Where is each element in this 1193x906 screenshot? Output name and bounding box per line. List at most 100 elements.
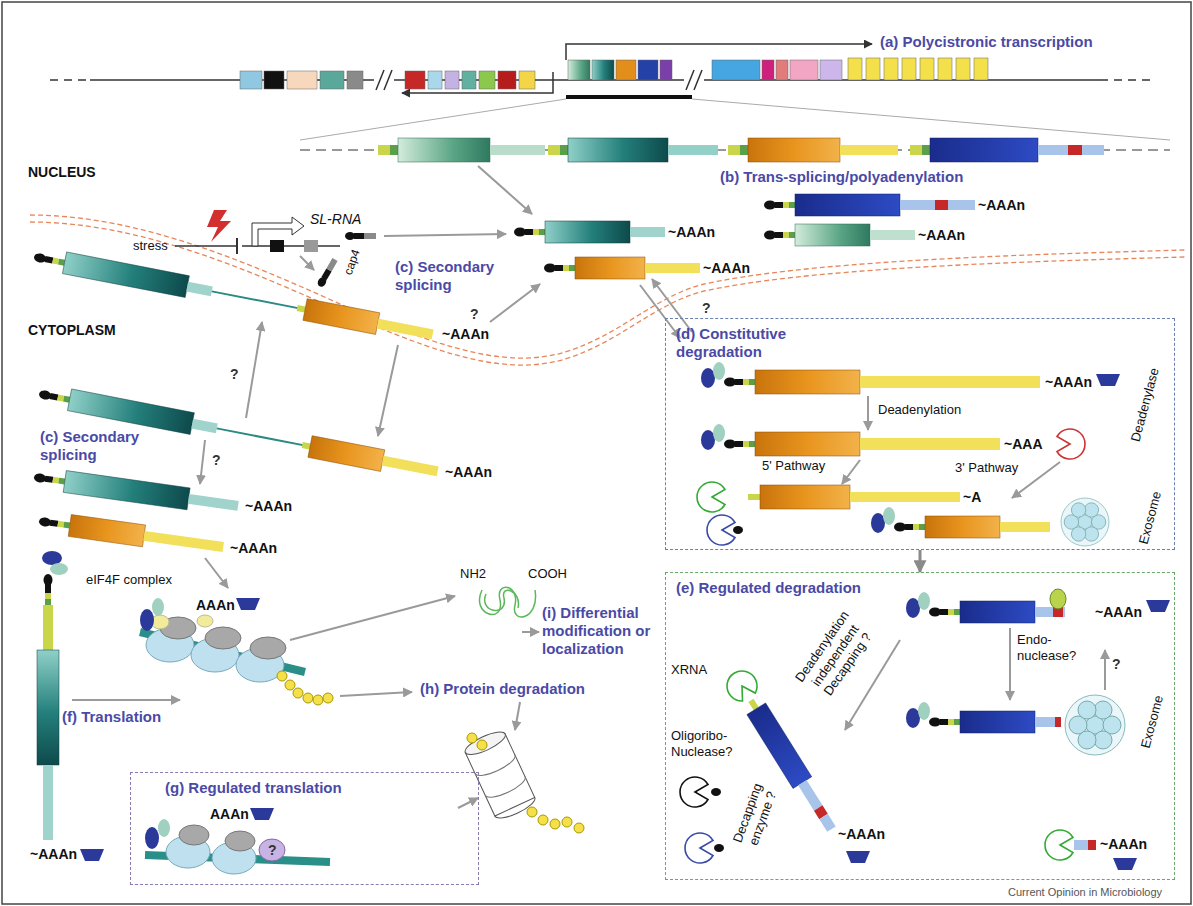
regulated-polysome — [179, 825, 209, 845]
mrna — [33, 473, 65, 486]
text-label: XRNA — [671, 662, 707, 678]
polycistronic-unit — [740, 145, 748, 155]
xrn-enzyme — [721, 665, 761, 705]
mrna — [748, 485, 960, 509]
mrna — [302, 442, 311, 449]
genome-locus — [776, 60, 788, 80]
mrna — [860, 438, 1000, 450]
mrna — [188, 494, 239, 511]
mrna — [514, 221, 665, 243]
text-label: NUCLEUS — [28, 164, 96, 181]
mrna — [871, 507, 1050, 538]
flow-arrow — [1012, 462, 1060, 498]
genome-locus — [684, 70, 704, 90]
genome-locus — [956, 58, 970, 80]
mrna — [900, 200, 935, 210]
polysome — [140, 609, 154, 631]
mrna — [795, 194, 900, 216]
polycistronic-unit — [1038, 145, 1068, 155]
stage-label: (f) Translation — [62, 708, 161, 726]
genome-locus — [762, 60, 774, 80]
text-label: ? — [470, 306, 479, 323]
polycistronic-unit — [930, 138, 1038, 162]
mrna — [42, 551, 68, 575]
flow-arrow — [919, 550, 922, 572]
stage-label: (a) Polycistronic transcription — [880, 33, 1093, 51]
proteasome — [550, 819, 560, 829]
mrna — [764, 224, 915, 246]
genome-locus — [616, 60, 636, 80]
genome-locus — [686, 70, 694, 90]
mrna — [33, 252, 65, 267]
sl-rna-gene — [384, 234, 506, 236]
mrna — [33, 466, 240, 516]
genome-locus — [498, 71, 516, 89]
transport-arrows — [640, 285, 680, 338]
oligoribonuclease — [680, 777, 708, 807]
mrna — [191, 419, 217, 434]
genome-locus — [638, 60, 658, 80]
polycistronic-unit — [378, 145, 390, 155]
cap — [714, 844, 724, 852]
polycistronic-unit — [922, 145, 930, 155]
transport-arrows — [378, 345, 398, 436]
pabp — [1146, 600, 1170, 612]
protein — [522, 631, 539, 633]
polycistronic-unit — [748, 138, 840, 162]
mrna — [43, 765, 53, 840]
polysome — [285, 680, 295, 690]
mrna — [701, 362, 725, 388]
mrna — [63, 471, 190, 510]
mrna — [906, 592, 930, 618]
genome-locus — [384, 70, 392, 90]
genome-locus — [50, 44, 1170, 140]
polya-label: ~AAAn — [1100, 836, 1147, 853]
mrna — [143, 531, 224, 552]
genome-locus — [50, 79, 90, 81]
mrna — [764, 194, 975, 216]
proteasome — [467, 733, 584, 833]
decapping-enzyme — [685, 833, 713, 863]
mrna — [303, 299, 380, 335]
text-label: SL-RNA — [310, 211, 361, 228]
regulated-polysome — [145, 827, 159, 849]
pabp — [80, 849, 104, 861]
nuclear-envelope — [30, 215, 1185, 365]
polya-label: ~A — [963, 489, 981, 506]
polycistronic-unit — [390, 145, 398, 155]
mrna — [860, 376, 1040, 388]
mrna — [701, 362, 1040, 394]
stage-label: (h) Protein degradation — [420, 680, 585, 698]
proteasome — [574, 823, 584, 833]
text-label: ? — [1112, 656, 1121, 673]
text-label: eIF4F complex — [86, 572, 172, 588]
genome-locus — [692, 99, 1170, 140]
protein — [479, 587, 539, 632]
polya-label: ~AAAn — [668, 224, 715, 241]
polycistronic-unit — [490, 145, 545, 155]
proteasome — [462, 728, 508, 759]
mrna — [514, 228, 545, 237]
polysome — [277, 671, 287, 681]
polya-label: ~AAAn — [440, 326, 491, 343]
exosome — [1065, 695, 1125, 755]
text-label: Oligoribo-Nuclease? — [671, 728, 753, 759]
genome-locus — [405, 71, 425, 89]
text-label: ? — [212, 452, 221, 469]
transport-arrows — [200, 440, 205, 484]
flow-arrow — [842, 460, 860, 484]
text-label: Deadenylation — [878, 402, 961, 418]
polycistronic-unit — [560, 145, 568, 155]
genome-locus — [568, 60, 590, 80]
mrna — [748, 494, 760, 500]
proteasome — [458, 702, 584, 833]
polysome — [277, 671, 333, 705]
genome-locus — [402, 72, 553, 93]
flow-arrow — [867, 396, 869, 430]
text-label: CYTOPLASM — [28, 322, 116, 339]
transport-arrows — [490, 284, 540, 322]
xrn-enzyme — [697, 482, 725, 512]
genome-locus — [462, 71, 476, 89]
